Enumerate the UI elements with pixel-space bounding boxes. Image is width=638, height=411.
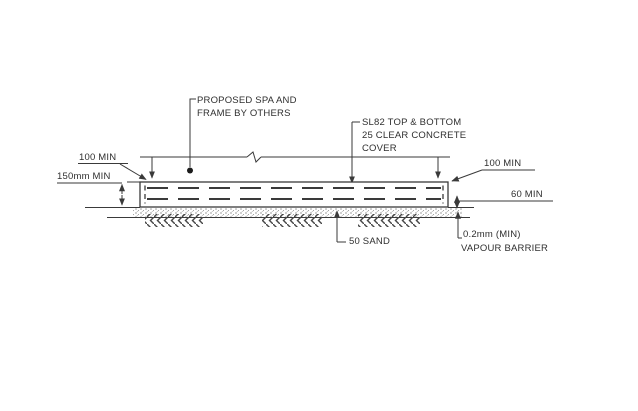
label-sand: 50 SAND: [349, 236, 391, 247]
dim-100-left: [78, 163, 147, 180]
sand-leader-line: [334, 210, 346, 243]
spa-leader-dot: [187, 167, 193, 174]
label-dim-60: 60 MIN: [511, 189, 543, 200]
label-proposed-spa-line1: PROPOSED SPA AND: [197, 95, 297, 106]
earth-hatch: [145, 214, 420, 227]
vapour-leader-line: [455, 211, 462, 239]
dim-150-thickness: [57, 181, 140, 206]
label-dim-150: 150mm MIN: [57, 171, 111, 182]
label-dim-100-left: 100 MIN: [79, 152, 117, 163]
break-symbol: [246, 151, 262, 163]
spa-leader-line: [187, 98, 196, 174]
label-mesh-line2: 25 CLEAR CONCRETE: [362, 130, 467, 141]
label-dim-100-right: 100 MIN: [484, 158, 522, 169]
label-mesh-line3: COVER: [362, 143, 397, 154]
label-mesh-line1: SL82 TOP & BOTTOM: [362, 117, 462, 128]
dim-100-right: [451, 169, 535, 182]
label-vapour-line1: 0.2mm (MIN): [463, 229, 521, 240]
dim-60-edge: [454, 195, 553, 209]
label-vapour-line2: VAPOUR BARRIER: [461, 243, 549, 254]
mesh-leader-line: [349, 121, 360, 184]
label-proposed-spa-line2: FRAME BY OTHERS: [197, 108, 291, 119]
spa-frame-line: [140, 151, 450, 179]
slab: [139, 181, 449, 208]
